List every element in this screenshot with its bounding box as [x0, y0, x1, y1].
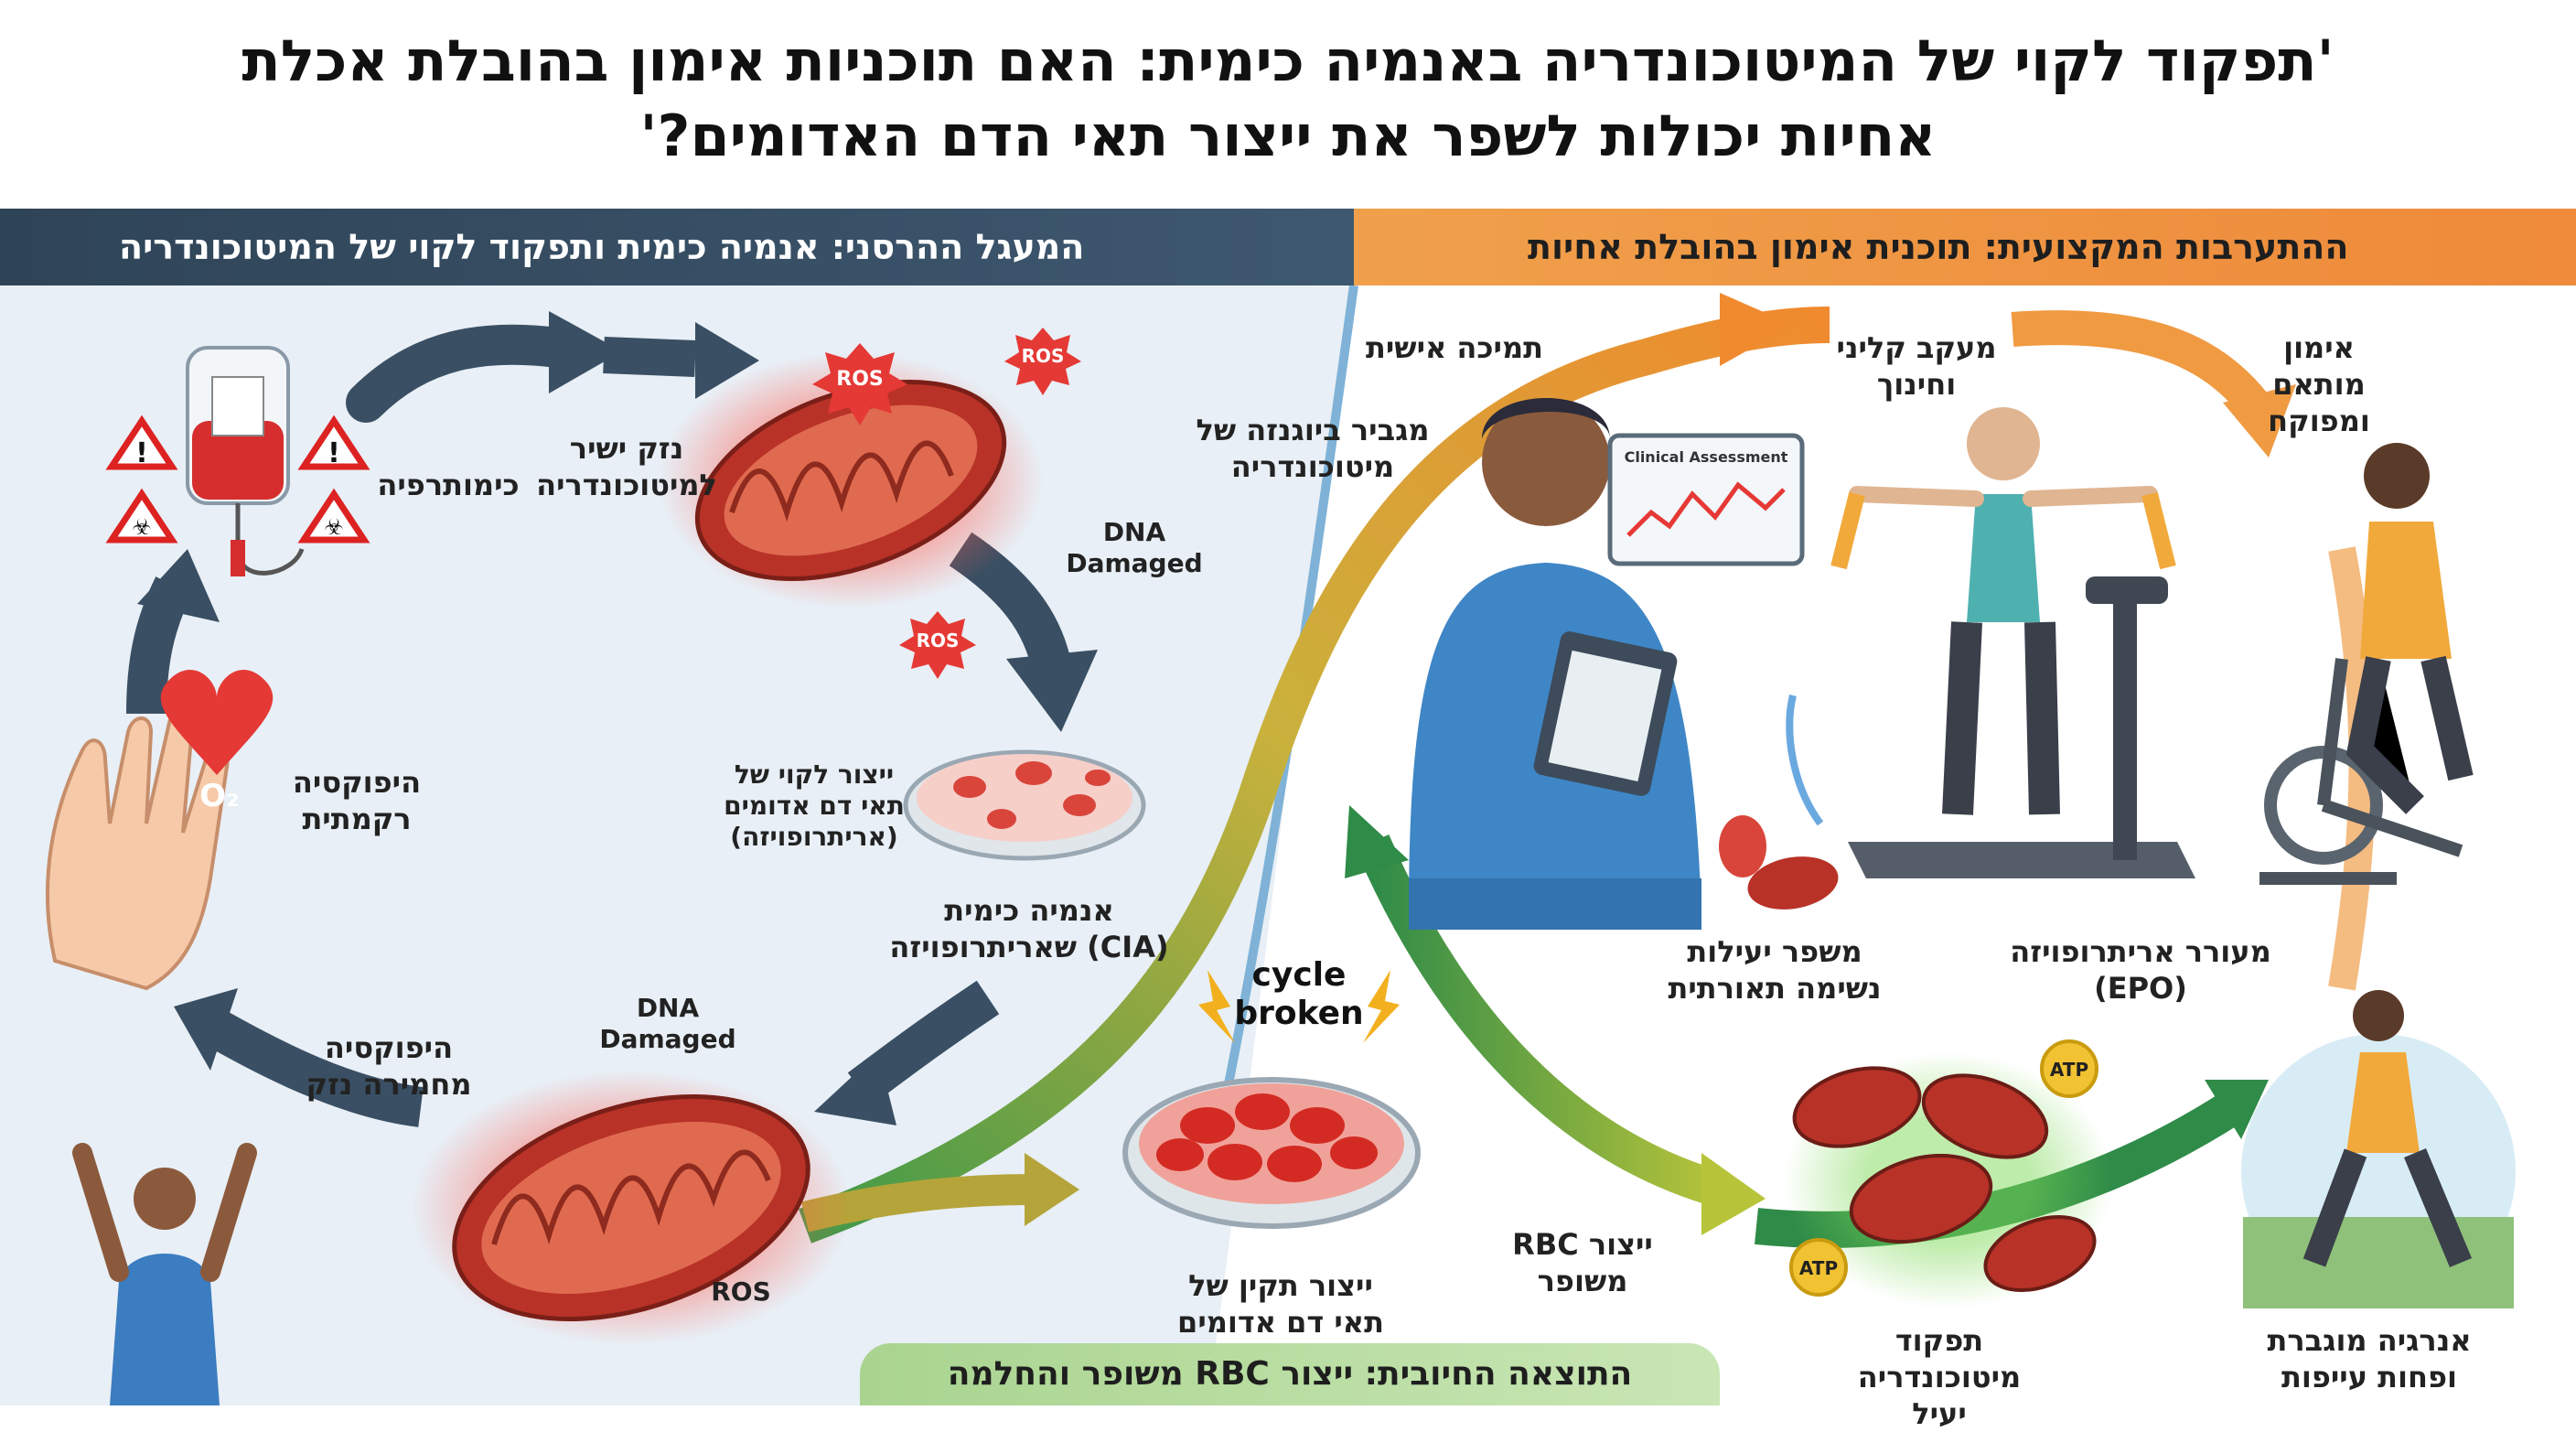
right-panel-header-banner [1354, 209, 2576, 285]
label-personal-support: תמיכה אישית [1366, 330, 1543, 365]
svg-text:!: ! [135, 437, 148, 469]
arrow-head-mito-to-hypoxia [174, 988, 238, 1071]
bottom-result-text: התוצאה החיובית: ייצור RBC משופר והחלמה [947, 1355, 1633, 1393]
runner-scene-icon [2241, 990, 2516, 1308]
hand-icon [46, 708, 230, 991]
label-tissue-hypoxia: היפוקסיה רקמתית [292, 765, 422, 836]
label-o2: O₂ [199, 778, 240, 814]
ros-burst-icon [899, 611, 976, 679]
woman-exercising-bands-icon [1830, 407, 2176, 815]
lightning-icon [1198, 970, 1235, 1043]
arrow-head-top [695, 322, 759, 399]
label-mito-biogenesis: מגביר ביוגנזה של מיטוכונדריה [1196, 413, 1430, 484]
label-efficient-mito: תפקוד מיטוכונדריה יעיל [1857, 1323, 2022, 1431]
right-panel-header: ההתערבות המקצועית: תוכנית אימון בהובלת א… [1528, 227, 2349, 267]
clinical-assessment-screen-icon [1607, 433, 1805, 566]
damaged-mitochondrion-bottom-icon [412, 1071, 851, 1345]
label-aerobic-efficiency: משפר יעילות נשימה תאורתית [1668, 934, 1882, 1006]
arrow-head-energy [2205, 1080, 2269, 1139]
label-cia: אנמיה כימית (CIA) שאריתרופויזה [889, 893, 1169, 964]
label-improved-rbc: ייצור RBC משופר [1512, 1227, 1653, 1298]
label-dna-damaged-bottom: DNA Damaged [599, 993, 736, 1054]
small-mitochondrion-icon [1719, 815, 1839, 910]
arrow-big-recovery-curve [799, 307, 1830, 1244]
svg-text:!: ! [327, 437, 340, 469]
clipboard-icon [1533, 631, 1678, 796]
petri-dish-poor-production-icon [903, 749, 1146, 861]
arrow-head-green-bottom [1701, 1153, 1766, 1235]
page-title-line-2: אחיות יכולות לשפר את ייצור תאי הדם האדומ… [639, 102, 1937, 169]
label-normal-rbc-production: ייצור תקין של תאי דם אדומים [1177, 1268, 1384, 1340]
arrow-head-hand-to-chemo [137, 549, 220, 622]
label-dna-damaged-top: DNA Damaged [1066, 517, 1203, 578]
label-ros-bottom: ROS [711, 1276, 771, 1307]
ros-burst-icon [1004, 328, 1081, 395]
warning-triangle-icon: ! [105, 415, 178, 470]
arrow-chemo-to-mito-2 [603, 337, 696, 377]
arrow-screen-to-mito [1786, 694, 1824, 826]
label-clinical-followup: מעקב קליני וחינוך [1836, 330, 1997, 402]
treadmill-icon [1848, 576, 2195, 878]
damaged-mitochondrion-top-icon [659, 352, 1043, 608]
label-epo: מעורר אריתרופויזה (EPO) [2010, 934, 2271, 1006]
label-clinical-assessment: Clinical Assessment [1624, 448, 1788, 466]
heart-o2-icon [160, 670, 274, 775]
label-atp-2: ATP [1798, 1257, 1839, 1279]
label-ros-mid: ROS [916, 630, 960, 651]
label-cycle-broken: cycle broken [1234, 956, 1364, 1032]
person-celebrating-icon [72, 1143, 257, 1405]
label-direct-damage: נזק ישיר למיטוכונדריה [536, 431, 717, 502]
arrow-mito-to-hypoxia [200, 1007, 424, 1127]
label-energy: אנרגיה מוגברת ופחות עייפות [2267, 1323, 2472, 1394]
lightning-icon [1363, 970, 1400, 1043]
left-panel-header-banner [0, 209, 1354, 285]
atp-badge-icon [1789, 1238, 1848, 1297]
petri-dish-healthy-icon [1122, 1077, 1421, 1229]
label-atp-1: ATP [2049, 1059, 2089, 1081]
healthy-mitochondria-group-icon [1784, 1052, 2113, 1308]
arrow-head-center [1025, 1153, 1079, 1226]
arrow-head-mito-to-poor [1006, 650, 1098, 732]
label-poor-rbc-production: ייצור לקוי של תאי דם אדומים (אריתרופויזה… [724, 759, 905, 852]
label-ros-top-1: ROS [836, 368, 884, 391]
ros-burst-icon [812, 343, 907, 425]
label-ros-top-2: ROS [1021, 345, 1065, 367]
chemo-iv-bag-icon [186, 346, 305, 576]
arrow-head-cia-to-mito [814, 1052, 896, 1125]
arrow-head-chemo-to-mito [549, 311, 622, 393]
page-title-line-1: 'תפקוד לקוי של המיטוכונדריה באנמיה כימית… [242, 27, 2334, 94]
arrow-head-orange-right [2223, 384, 2296, 458]
label-tailored-training: אימון מותאם ומפוקח [2268, 330, 2370, 438]
svg-text:☣: ☣ [132, 514, 152, 540]
arrow-chemo-to-mito [346, 324, 578, 423]
woman-cycling-icon [2345, 443, 2474, 814]
svg-text:☣: ☣ [324, 514, 344, 540]
arrow-head-top-orange [1720, 293, 1793, 366]
bottom-result-banner [860, 1343, 1720, 1405]
biohazard-triangle-icon: ☣ [105, 488, 178, 544]
atp-badge-icon [2040, 1039, 2098, 1098]
label-chemotherapy: כימותרפיה [377, 468, 520, 502]
label-hypoxia-worsens: היפוקסיה מחמירה נזק [306, 1030, 472, 1102]
exercise-bike-icon [2259, 658, 2463, 885]
left-panel-header: המעגל ההרסני: אנמיה כימית ותפקוד לקוי של… [119, 227, 1085, 267]
biohazard-triangle-icon: ☣ [297, 488, 370, 544]
arrow-head-green-up [1345, 805, 1409, 878]
arrow-orange-right [2011, 310, 2274, 423]
warning-triangle-icon: ! [297, 415, 370, 470]
